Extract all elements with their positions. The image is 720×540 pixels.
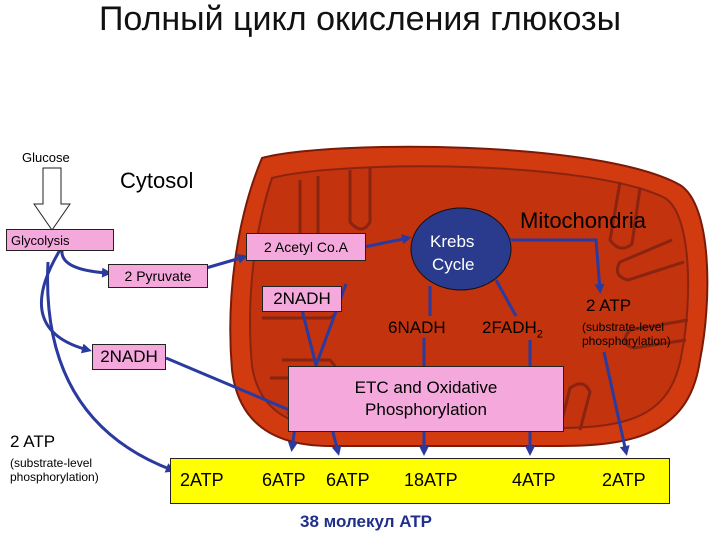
atp-item: 18ATP [404, 470, 458, 490]
atp-item: 4ATP [512, 470, 556, 490]
mitochondria-label: Mitochondria [520, 208, 646, 233]
glucose-down-arrow [33, 167, 71, 231]
fadh2-label: 2FADH2 [482, 318, 543, 341]
krebs-label-line2: Cycle [432, 255, 475, 274]
etc-label-line1: ETC and Oxidative [354, 378, 498, 397]
acetyl-coa-box: 2 Acetyl Co.A [246, 233, 366, 261]
nadh-2-mito-box: 2NADH [262, 286, 342, 312]
atp-item: 2ATP [602, 470, 646, 490]
krebs-label-line1: Krebs [430, 232, 475, 251]
atp-2-mito-label: 2 ATP [586, 296, 632, 315]
krebs-cycle-node [410, 207, 512, 291]
atp-summary-bar [170, 458, 670, 504]
mitochondrion-inner-matrix [249, 165, 690, 429]
etc-label-line2: Phosphorylation [365, 400, 487, 419]
glucose-label: Glucose [22, 150, 70, 165]
atp-2-left-label: 2 ATP [10, 432, 56, 451]
glycolysis-box: Glycolysis [6, 229, 114, 251]
substrate-mito-label: (substrate-level phosphorylation) [582, 320, 671, 348]
pyruvate-box: 2 Pyruvate [108, 264, 208, 288]
substrate-left-label: (substrate-level phosphorylation) [10, 456, 99, 484]
atp-item: 6ATP [326, 470, 370, 490]
atp-item: 2ATP [180, 470, 224, 490]
nadh-2-cyto-box: 2NADH [92, 344, 166, 370]
nadh-6-label: 6NADH [388, 318, 446, 337]
atp-item: 6ATP [262, 470, 306, 490]
total-atp-label: 38 молекул ATP [300, 512, 432, 531]
cytosol-label: Cytosol [120, 168, 194, 193]
page-title: Полный цикл окисления глюкозы [98, 0, 622, 38]
etc-oxidative-phosphorylation-box: ETC and Oxidative Phosphorylation [288, 366, 564, 432]
